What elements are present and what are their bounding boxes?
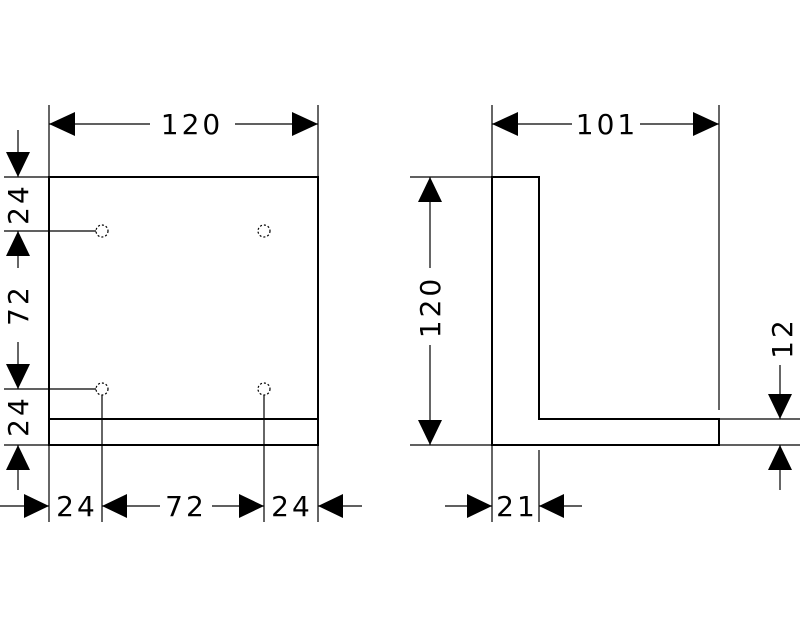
arrow (6, 231, 30, 256)
dim-label-depth-101: 101 (576, 108, 638, 141)
arrow (102, 494, 127, 518)
dim-label-thickness-21: 21 (496, 490, 538, 523)
arrow (539, 494, 564, 518)
arrow (239, 494, 264, 518)
arrow (768, 445, 792, 470)
dim-label-width-120: 120 (161, 108, 223, 141)
front-plate-outline (48, 176, 319, 446)
arrow (418, 177, 442, 202)
arrow (6, 445, 30, 470)
front-view: 120 24 72 24 24 72 24 (0, 105, 362, 523)
arrow (6, 364, 30, 389)
side-view: 101 120 21 12 (410, 105, 800, 523)
arrow (418, 420, 442, 445)
dim-label-shelf-12: 12 (766, 317, 799, 359)
arrow (318, 494, 343, 518)
dim-label-bottom-2: 72 (165, 490, 207, 523)
mounting-hole-bottom-right (257, 382, 271, 396)
mounting-hole-bottom-left (95, 382, 109, 396)
arrow (492, 112, 518, 136)
arrow (693, 112, 719, 136)
side-profile-outline (491, 176, 720, 446)
dim-label-bottom-1: 24 (56, 490, 98, 523)
arrow (292, 112, 318, 136)
dim-label-left-1: 24 (2, 183, 35, 225)
mounting-hole-top-right (257, 224, 271, 238)
dim-label-bottom-3: 24 (271, 490, 313, 523)
dim-label-left-2: 72 (2, 284, 35, 326)
dim-label-left-3: 24 (2, 395, 35, 437)
arrow (467, 494, 492, 518)
arrow (768, 394, 792, 419)
arrow (24, 494, 49, 518)
dim-label-height-120: 120 (414, 276, 447, 338)
mounting-hole-top-left (95, 224, 109, 238)
arrow (6, 152, 30, 177)
arrow (49, 112, 75, 136)
